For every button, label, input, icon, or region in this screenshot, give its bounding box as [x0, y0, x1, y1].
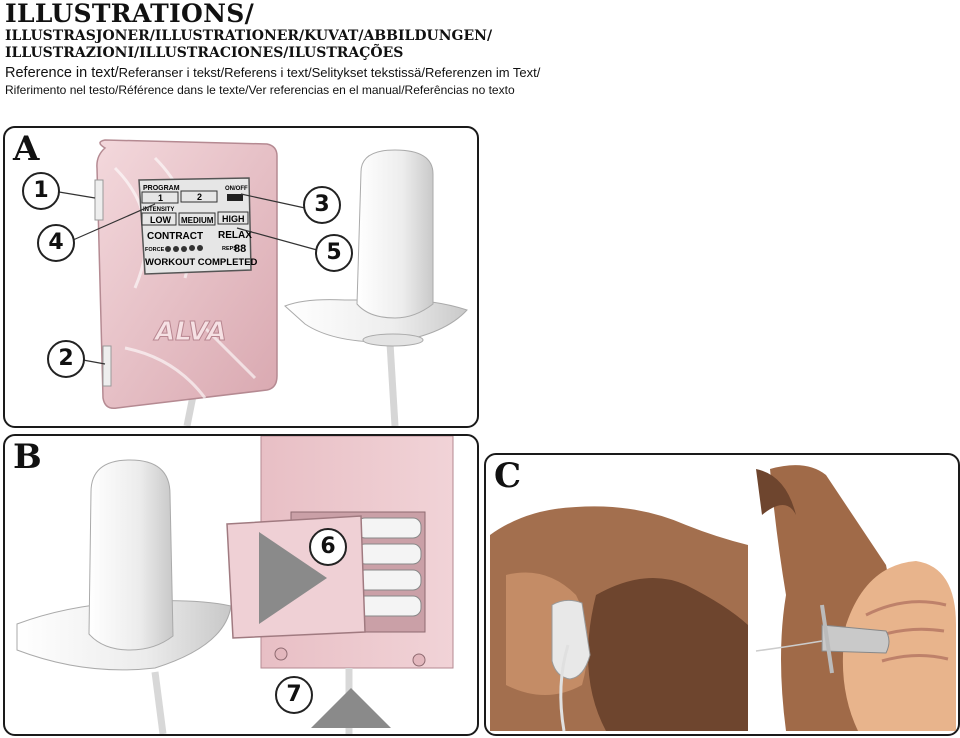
panel-b: B 6 7 — [3, 434, 479, 736]
battery-icon — [227, 194, 243, 201]
panel-c: C — [484, 453, 960, 736]
lcd-reps-value: 88 — [234, 243, 246, 255]
lcd-force: FORCE — [145, 247, 165, 253]
callout-6: 6 — [309, 528, 347, 566]
side-button-2 — [102, 345, 112, 387]
panel-b-illustration — [16, 436, 454, 734]
lcd-low: LOW — [150, 215, 171, 225]
probe-shaft-b — [88, 459, 174, 651]
callout-7: 7 — [275, 676, 313, 714]
panel-label-a: A — [13, 129, 40, 169]
side-button-1 — [94, 179, 104, 221]
lcd-relax: RELAX — [218, 230, 252, 241]
device-cable — [183, 395, 197, 426]
callout-2: 2 — [47, 340, 85, 378]
reference-line-1: Reference in text/Referanser i tekst/Ref… — [5, 64, 955, 82]
probe-shaft — [356, 149, 434, 319]
panel-c-illustration — [490, 465, 956, 732]
reference-line-2: Riferimento nel testo/Référence dans le … — [5, 83, 515, 97]
lcd-program-1: 1 — [158, 193, 163, 203]
callout-4: 4 — [37, 224, 75, 262]
callout-3: 3 — [303, 186, 341, 224]
lcd-high: HIGH — [222, 214, 245, 224]
panel-a-illustration: PROGRAM 1 2 ON/OFF INTENSITY LOW MEDIUM … — [58, 139, 468, 426]
lcd-onoff-label: ON/OFF — [225, 186, 248, 192]
lcd-medium: MEDIUM — [181, 216, 214, 225]
force-indicator-icon — [165, 245, 203, 252]
brand-logo: ALVA — [153, 317, 227, 347]
lcd-program-label: PROGRAM — [143, 185, 180, 192]
callout-5: 5 — [315, 234, 353, 272]
panel-label-b: B — [13, 437, 42, 477]
reference-rest: Referanser i tekst/Referens i text/Selit… — [118, 65, 541, 80]
reference-lead: Reference in text/ — [5, 65, 119, 81]
probe-cable — [386, 342, 399, 426]
title-translations-2: ILLUSTRAZIONI/ILLUSTRACIONES/ILUSTRAÇÕES — [5, 45, 404, 61]
probe-tip-c — [551, 599, 591, 680]
header: ILLUSTRATIONS/ ILLUSTRASJONER/ILLUSTRATI… — [5, 0, 955, 99]
title-translations-1: ILLUSTRASJONER/ILLUSTRATIONER/KUVAT/ABBI… — [5, 28, 493, 44]
panel-a: PROGRAM 1 2 ON/OFF INTENSITY LOW MEDIUM … — [3, 126, 479, 428]
panel-label-c: C — [494, 456, 522, 496]
batteries — [356, 517, 422, 617]
page-title: ILLUSTRATIONS/ — [5, 0, 255, 28]
lcd-contract: CONTRACT — [147, 231, 203, 242]
lcd-workout-completed: WORKOUT COMPLETED — [145, 257, 258, 268]
lcd-program-2: 2 — [197, 192, 202, 202]
callout-1: 1 — [22, 172, 60, 210]
lcd-reps: REPS — [222, 246, 237, 252]
probe-inserted — [821, 624, 890, 654]
slide-arrow-icon — [259, 532, 327, 624]
lcd-intensity-label: INTENSITY — [143, 207, 174, 213]
push-arrow-icon — [311, 688, 391, 728]
